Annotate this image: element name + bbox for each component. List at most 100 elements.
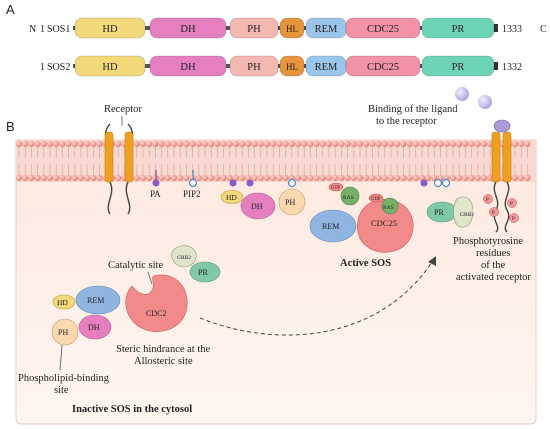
lipid-head <box>406 174 413 182</box>
inactive-sos-labels: HD REM DH PH CDC2 PR GRB2 <box>57 255 208 337</box>
pip2-label: PIP2 <box>183 189 201 199</box>
ligand-label-line1: Binding of the ligand <box>368 104 458 115</box>
lipid-head <box>400 140 407 148</box>
lipid-head <box>518 174 525 182</box>
lipid-head <box>232 174 240 182</box>
lipid-head <box>257 140 264 148</box>
lipid-head <box>40 140 47 148</box>
steric-label-line1: Steric hindrance at the <box>116 344 211 355</box>
lipid-head <box>511 140 519 148</box>
lipid-head <box>431 140 438 148</box>
lipid-head <box>394 140 401 148</box>
lipid-head <box>214 174 221 182</box>
lipid-head <box>276 140 283 148</box>
lipid-head <box>425 174 432 182</box>
active-hd-domain <box>220 190 244 204</box>
domain-hd-1 <box>74 17 146 39</box>
lipid-head <box>406 140 413 148</box>
active-dh-domain <box>240 192 276 220</box>
lipid-head <box>474 140 481 148</box>
lipid-heads-top <box>15 140 531 158</box>
lipid-heads-bottom <box>15 164 531 182</box>
active-grb2 <box>453 196 473 228</box>
lipid-head <box>195 174 202 182</box>
lipid-head <box>456 174 463 182</box>
active-sos-labels: HD DH PH REM CDC25 PR RAS RAS GTP GDP GR… <box>226 186 515 231</box>
lipid-head <box>412 140 419 148</box>
domain-label-ph-1: PH <box>247 24 261 35</box>
lipid-head <box>338 140 345 148</box>
lipid-head <box>139 174 147 182</box>
lipid-head <box>139 140 147 148</box>
domain-dh-1 <box>149 17 227 39</box>
lipid-head <box>158 174 165 182</box>
inactive-cdc2-domain <box>125 274 188 333</box>
gdp-label: GDP <box>371 197 381 202</box>
domain-label-cdc25-1: CDC25 <box>367 24 399 35</box>
lipid-head <box>356 174 364 182</box>
lipid-head <box>474 174 481 182</box>
lipid-head <box>325 140 333 148</box>
domain-label-hd-2: HD <box>102 62 118 73</box>
lipid-head <box>201 174 209 182</box>
lipid-head <box>183 140 190 148</box>
domain-label-dh-1: DH <box>180 24 196 35</box>
active-cdc25-label: CDC25 <box>371 218 397 228</box>
sos1-end: 1333 <box>502 24 522 35</box>
phospholipid-label-line1: Phospholipid-binding <box>18 373 110 384</box>
active-grb2-label: GRB2 <box>460 212 474 218</box>
inactive-dh-domain <box>78 314 112 340</box>
lipid-head <box>301 174 308 182</box>
lipid-head <box>363 140 370 148</box>
lipid-head <box>462 140 469 148</box>
lipid-head <box>468 174 475 182</box>
lipid-head <box>115 174 122 182</box>
lipid-head <box>369 140 376 148</box>
sos1-c-label: C <box>540 24 547 35</box>
active-rem-domain <box>309 209 357 243</box>
phospho-tyrosines <box>483 194 519 223</box>
p-label-4: P <box>512 217 515 222</box>
lipid-head <box>71 140 78 148</box>
domain-label-pr-1: PR <box>452 24 465 35</box>
lipid-head <box>270 140 277 148</box>
p-label-2: P <box>492 211 495 216</box>
phospholipid-label-line2: site <box>54 385 69 396</box>
activation-arrow <box>199 261 433 336</box>
lipid-head <box>356 140 364 148</box>
sos1-start: 1 <box>40 24 45 35</box>
lipid-head <box>34 174 41 182</box>
lipid-head <box>511 174 519 182</box>
inactive-dh-label: DH <box>88 323 100 332</box>
ras-1 <box>340 186 360 206</box>
lipid-head <box>338 174 345 182</box>
sos2-end: 1332 <box>502 62 522 73</box>
phosphotyrosine-line4: activated receptor <box>456 272 531 283</box>
lipid-head <box>400 174 407 182</box>
lipid-head <box>344 174 351 182</box>
lipid-head <box>350 140 357 148</box>
lipid-head <box>282 174 289 182</box>
lipid-head <box>270 174 277 182</box>
lipid-head <box>15 140 23 148</box>
lipid-head <box>220 140 227 148</box>
lipid-head <box>152 140 159 148</box>
domain-cdc25-1 <box>345 17 421 39</box>
lipid-head <box>96 140 103 148</box>
domain-hl-1 <box>279 17 305 39</box>
lipid-head <box>263 140 271 148</box>
panel-b-label: B <box>6 119 15 134</box>
domain-label-hl-2: HL <box>286 62 298 72</box>
inactive-rem-domain <box>75 285 121 315</box>
lipid-head <box>133 174 140 182</box>
active-sos-complex <box>220 182 519 253</box>
domain-pr-1 <box>421 17 495 39</box>
lipid-head <box>15 174 23 182</box>
membrane-core <box>16 140 536 182</box>
membrane-lipid-markers <box>229 178 451 188</box>
lipid-head <box>28 174 35 182</box>
lipid-head <box>443 140 450 148</box>
lipid-head <box>325 174 333 182</box>
domain-dh-2 <box>149 55 227 77</box>
lipid-head <box>40 174 47 182</box>
